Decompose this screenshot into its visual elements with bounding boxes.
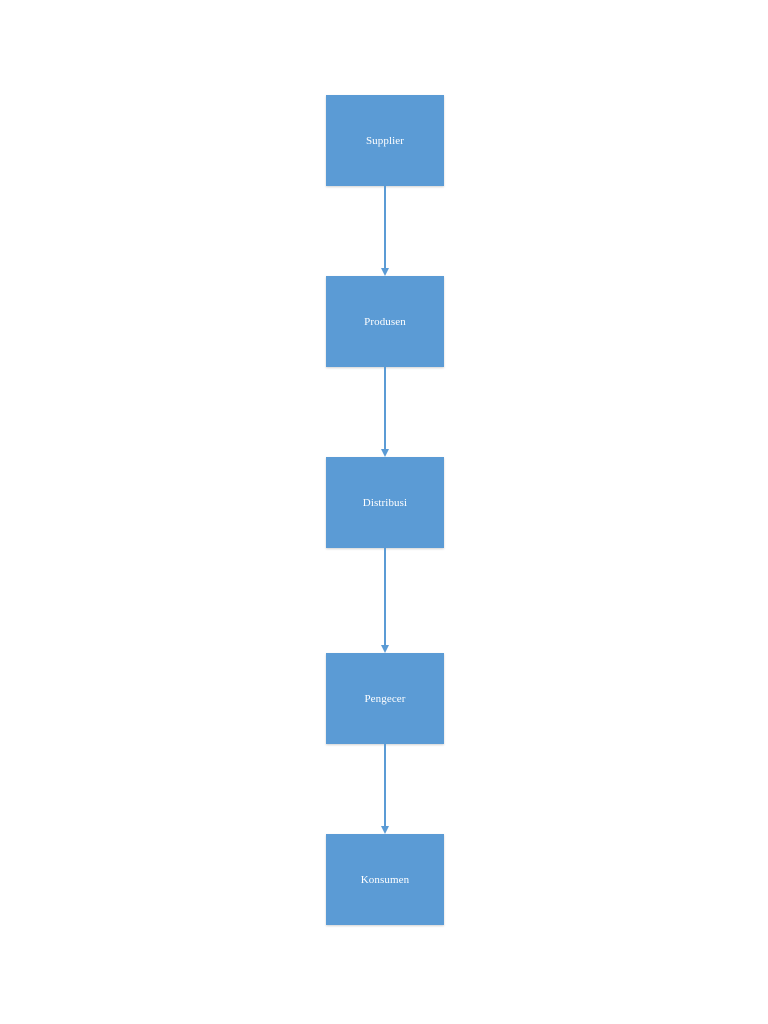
node-label: Pengecer	[364, 692, 406, 705]
arrow-down-icon	[381, 268, 389, 276]
node-pengecer: Pengecer	[326, 653, 444, 744]
node-produsen: Produsen	[326, 276, 444, 367]
connector-line	[384, 548, 386, 646]
node-label: Produsen	[364, 315, 406, 328]
node-label: Konsumen	[360, 873, 410, 886]
node-label: Distribusi	[362, 496, 408, 509]
node-distribusi: Distribusi	[326, 457, 444, 548]
node-supplier: Supplier	[326, 95, 444, 186]
connector-line	[384, 367, 386, 450]
node-konsumen: Konsumen	[326, 834, 444, 925]
connector-line	[384, 186, 386, 269]
node-label: Supplier	[365, 134, 405, 147]
connector-line	[384, 744, 386, 827]
arrow-down-icon	[381, 449, 389, 457]
arrow-down-icon	[381, 645, 389, 653]
arrow-down-icon	[381, 826, 389, 834]
